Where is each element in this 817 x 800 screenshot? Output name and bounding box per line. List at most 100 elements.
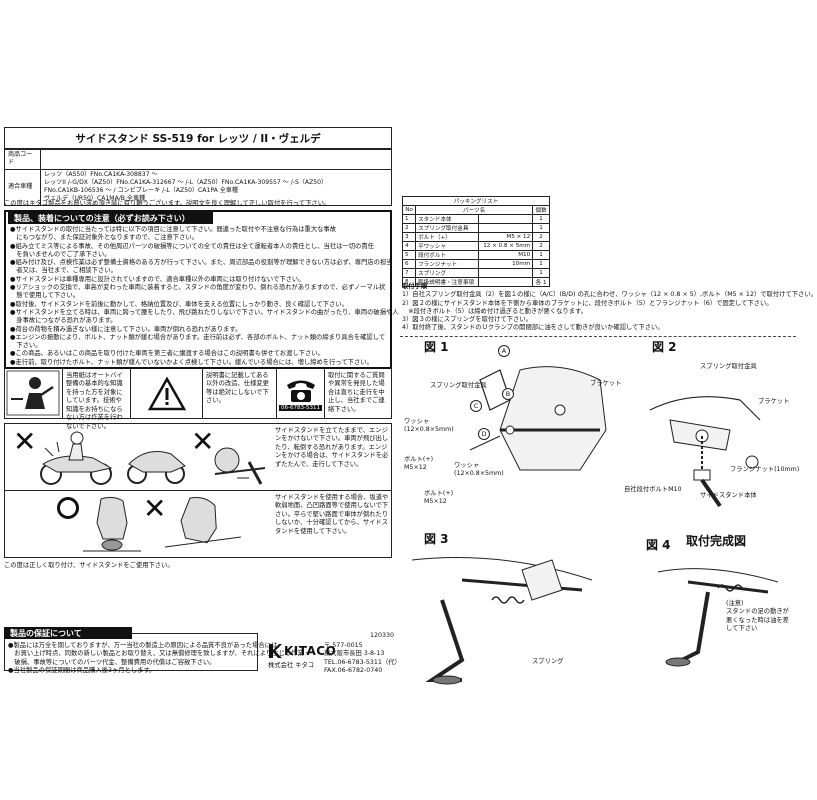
ng-mark-icon: ✕ [143,492,167,525]
column-header: パーツ名 [415,205,534,215]
procedure-section: 取付手順 1）自社スプリング取付金具（2）を図１の様に（A/C）(B/D) の孔… [402,283,817,333]
rider-scooter-illustration [40,431,113,485]
caution-item: ●この商品、あるいはこの商品を取り付けた車両を第三者に譲渡する場合はこの説明書も… [10,350,324,358]
table-row: 商品コード [4,149,392,170]
cell: 6 [401,259,417,269]
figure-1-drawing [469,366,607,471]
callout-c: C [470,400,482,412]
figure-2-drawing [649,396,761,508]
cell [478,277,534,287]
phone-number: 06-6783-5311 [279,405,322,411]
cell: 1 [532,259,550,269]
parked-scooter-illustration [127,451,186,484]
cell: 3 [401,232,417,242]
label-bracket: ブラケット [590,380,622,387]
caution-item: ●サイドスタンドの取付に当たっては特に以下の項目に注意して下さい。間違った取付や… [10,226,337,233]
cell: スプリング [415,268,480,278]
cell: 4 [401,241,417,251]
cell: M10 [478,250,534,260]
scene-row-engine: ✕ ✕ サイドスタンドを立てたままで、エンジンをかけないで下さい。車両が飛び出し… [5,424,391,491]
table-row: 適合車種 レッツ（AS50）FNo.CA1KA-308837 〜 レッツII /… [4,168,392,206]
caution-triangle-cell [131,369,203,418]
company-logo-text: KITACO [284,644,337,658]
cell: 2 [532,232,550,242]
guarantee-item: ●当社製品の保証期間は商品購入後3ヶ月とします。 [8,666,156,674]
scene-ground-note: サイドスタンドを使用する場合、坂道や軟弱地面、凸凹路面等で使用しないで下さい。平… [275,494,389,535]
cell: ボルト（+） [415,232,480,242]
cell: 1 [532,268,550,278]
figure-3-drawing [411,557,593,685]
callout-d: D [478,428,490,440]
company-tel: TEL.06-6783-5311（代） [324,658,401,666]
cell: 2 [401,223,417,233]
caution-list: ●サイドスタンドの取付に当たっては特に以下の項目に注意して下さい。間違った取付や… [10,226,399,367]
guarantee-item: ●製品には万全を期しておりますが、万一当社の製造上の原因による品質不良があった場… [8,642,284,649]
caution-item: ●サイドスタンドは車種専用に設計されていますので、適合車種以外の車両には取り付け… [10,275,305,283]
table-header-row: No パーツ名 個数 [401,205,550,215]
cell: 1 [532,223,550,233]
figure-2-label: 図 2 [652,340,677,354]
caution-item: 者又は、当社まで、ご相談下さい。 [10,267,117,275]
caution-item: 身事故につながる恐れがあります。 [10,317,117,325]
caution-item: ●組み付け及び、点検作業は必ず整備士資格のある方が行って下さい。また、周辺部品の… [10,259,393,267]
scene-engine-note: サイドスタンドを立てたままで、エンジンをかけないで下さい。車両が飛び出したり、転… [275,427,389,468]
company-street: 東大阪市長田 3-8-13 [324,650,385,658]
warning-triangle-icon [147,375,186,410]
label-washer: ワッシャ (12×0.8×5mm) [454,462,504,478]
mechanic-icon [6,370,60,416]
procedure-title: 取付手順 [402,283,428,290]
caution-item: ●組み立てミス等による事故、その他周辺パーツの破損等についての全ての責任は全て運… [10,242,374,250]
model-line: レッツ（AS50）FNo.CA1KA-308837 〜 [44,170,158,178]
figure-4-label: 図 4 [646,538,671,552]
product-code-label: 商品コード [4,149,41,170]
kickstand-closeup-illustration [214,447,266,485]
flat-ground-illustration [83,496,141,552]
spec-note: 説明書に記載してある以外の改造、仕様変更等は絶対にしないで下さい。 [206,372,269,405]
packing-list-title: パッキングリスト [402,196,550,206]
model-line: ヴェルデ（UR50）CA1MA/B 全車種 [44,195,146,203]
label-stand-body: サイドスタンド本体 [700,492,757,499]
cell: 各 1 [532,277,550,287]
label-bolt: ボルト(+) M5×12 [424,490,454,506]
figure-3-label: 図 3 [424,532,449,546]
procedure-step: ※段付きボルト（5）は締め付け過ぎると動きが悪くなります。 [402,307,587,315]
ng-mark-icon: ✕ [191,425,215,458]
procedure-step: 2）図２の様にサイドスタンド本体を下側から車体のブラケットに、段付きボルト（5）… [402,299,773,307]
mechanic-note: 当用紙はオートバイ整備の基本的な知識を持った方を対象にしています。技術や知識をお… [66,372,123,430]
phone-cell: 06-6783-5311 [277,369,325,418]
company-postal: 〒 577-0015 [324,642,363,649]
cell: 取扱説明書・注意事項 [415,277,480,287]
slope-ground-illustration [164,497,242,548]
column-header: 個数 [532,205,550,215]
procedure-step: 4）取付終了後、スタンドのＵクランプの開閉部に油をさして動きが良いか確認して下さ… [402,324,664,332]
caution-item: ●走行前、取り付けたボルト、ナット類が緩んでいないかよく点検して下さい。緩んでい… [10,358,373,366]
caution-item: を負いませんのでご了承下さい。 [10,250,111,258]
caution-title: 製品、装着についての注意（必ずお読み下さい） [8,212,213,224]
ok-mark-icon [57,497,79,519]
cell: 2 [532,241,550,251]
cell: スタンド本体 [415,214,480,224]
product-info-table: 商品コード 適合車種 レッツ（AS50）FNo.CA1KA-308837 〜 レ… [4,149,392,206]
label-bracket: ブラケット [758,398,790,405]
figure-1-label: 図 1 [424,340,449,354]
procedure-step: 3）図３の様にスプリングを取付けて下さい。 [402,316,532,324]
cell: 段付ボルト [415,250,480,260]
cell: 12 × 0.8 × 5mm [478,241,534,251]
caution-item: ●取付後、サイドスタンドを前後に動かして、格納位置及び、車体を支える位置にしっか… [10,300,348,308]
procedure-step: 1）自社スプリング取付金具（2）を図１の様に（A/C）(B/D) の孔に合わせ、… [402,291,817,299]
company-logo: KITACO [268,643,336,659]
model-line: FNo.CA1KB-106536 〜 / コンビブレーキ /-L（AZ50）CA… [44,187,239,195]
model-line: レッツII /-G/DX（AZ50）FNo.CA1KA-312667 〜 /-L… [44,178,328,186]
cell: 1 [401,214,417,224]
cell: 1 [532,214,550,224]
divider [400,336,796,337]
label-spring: スプリング [532,658,564,665]
